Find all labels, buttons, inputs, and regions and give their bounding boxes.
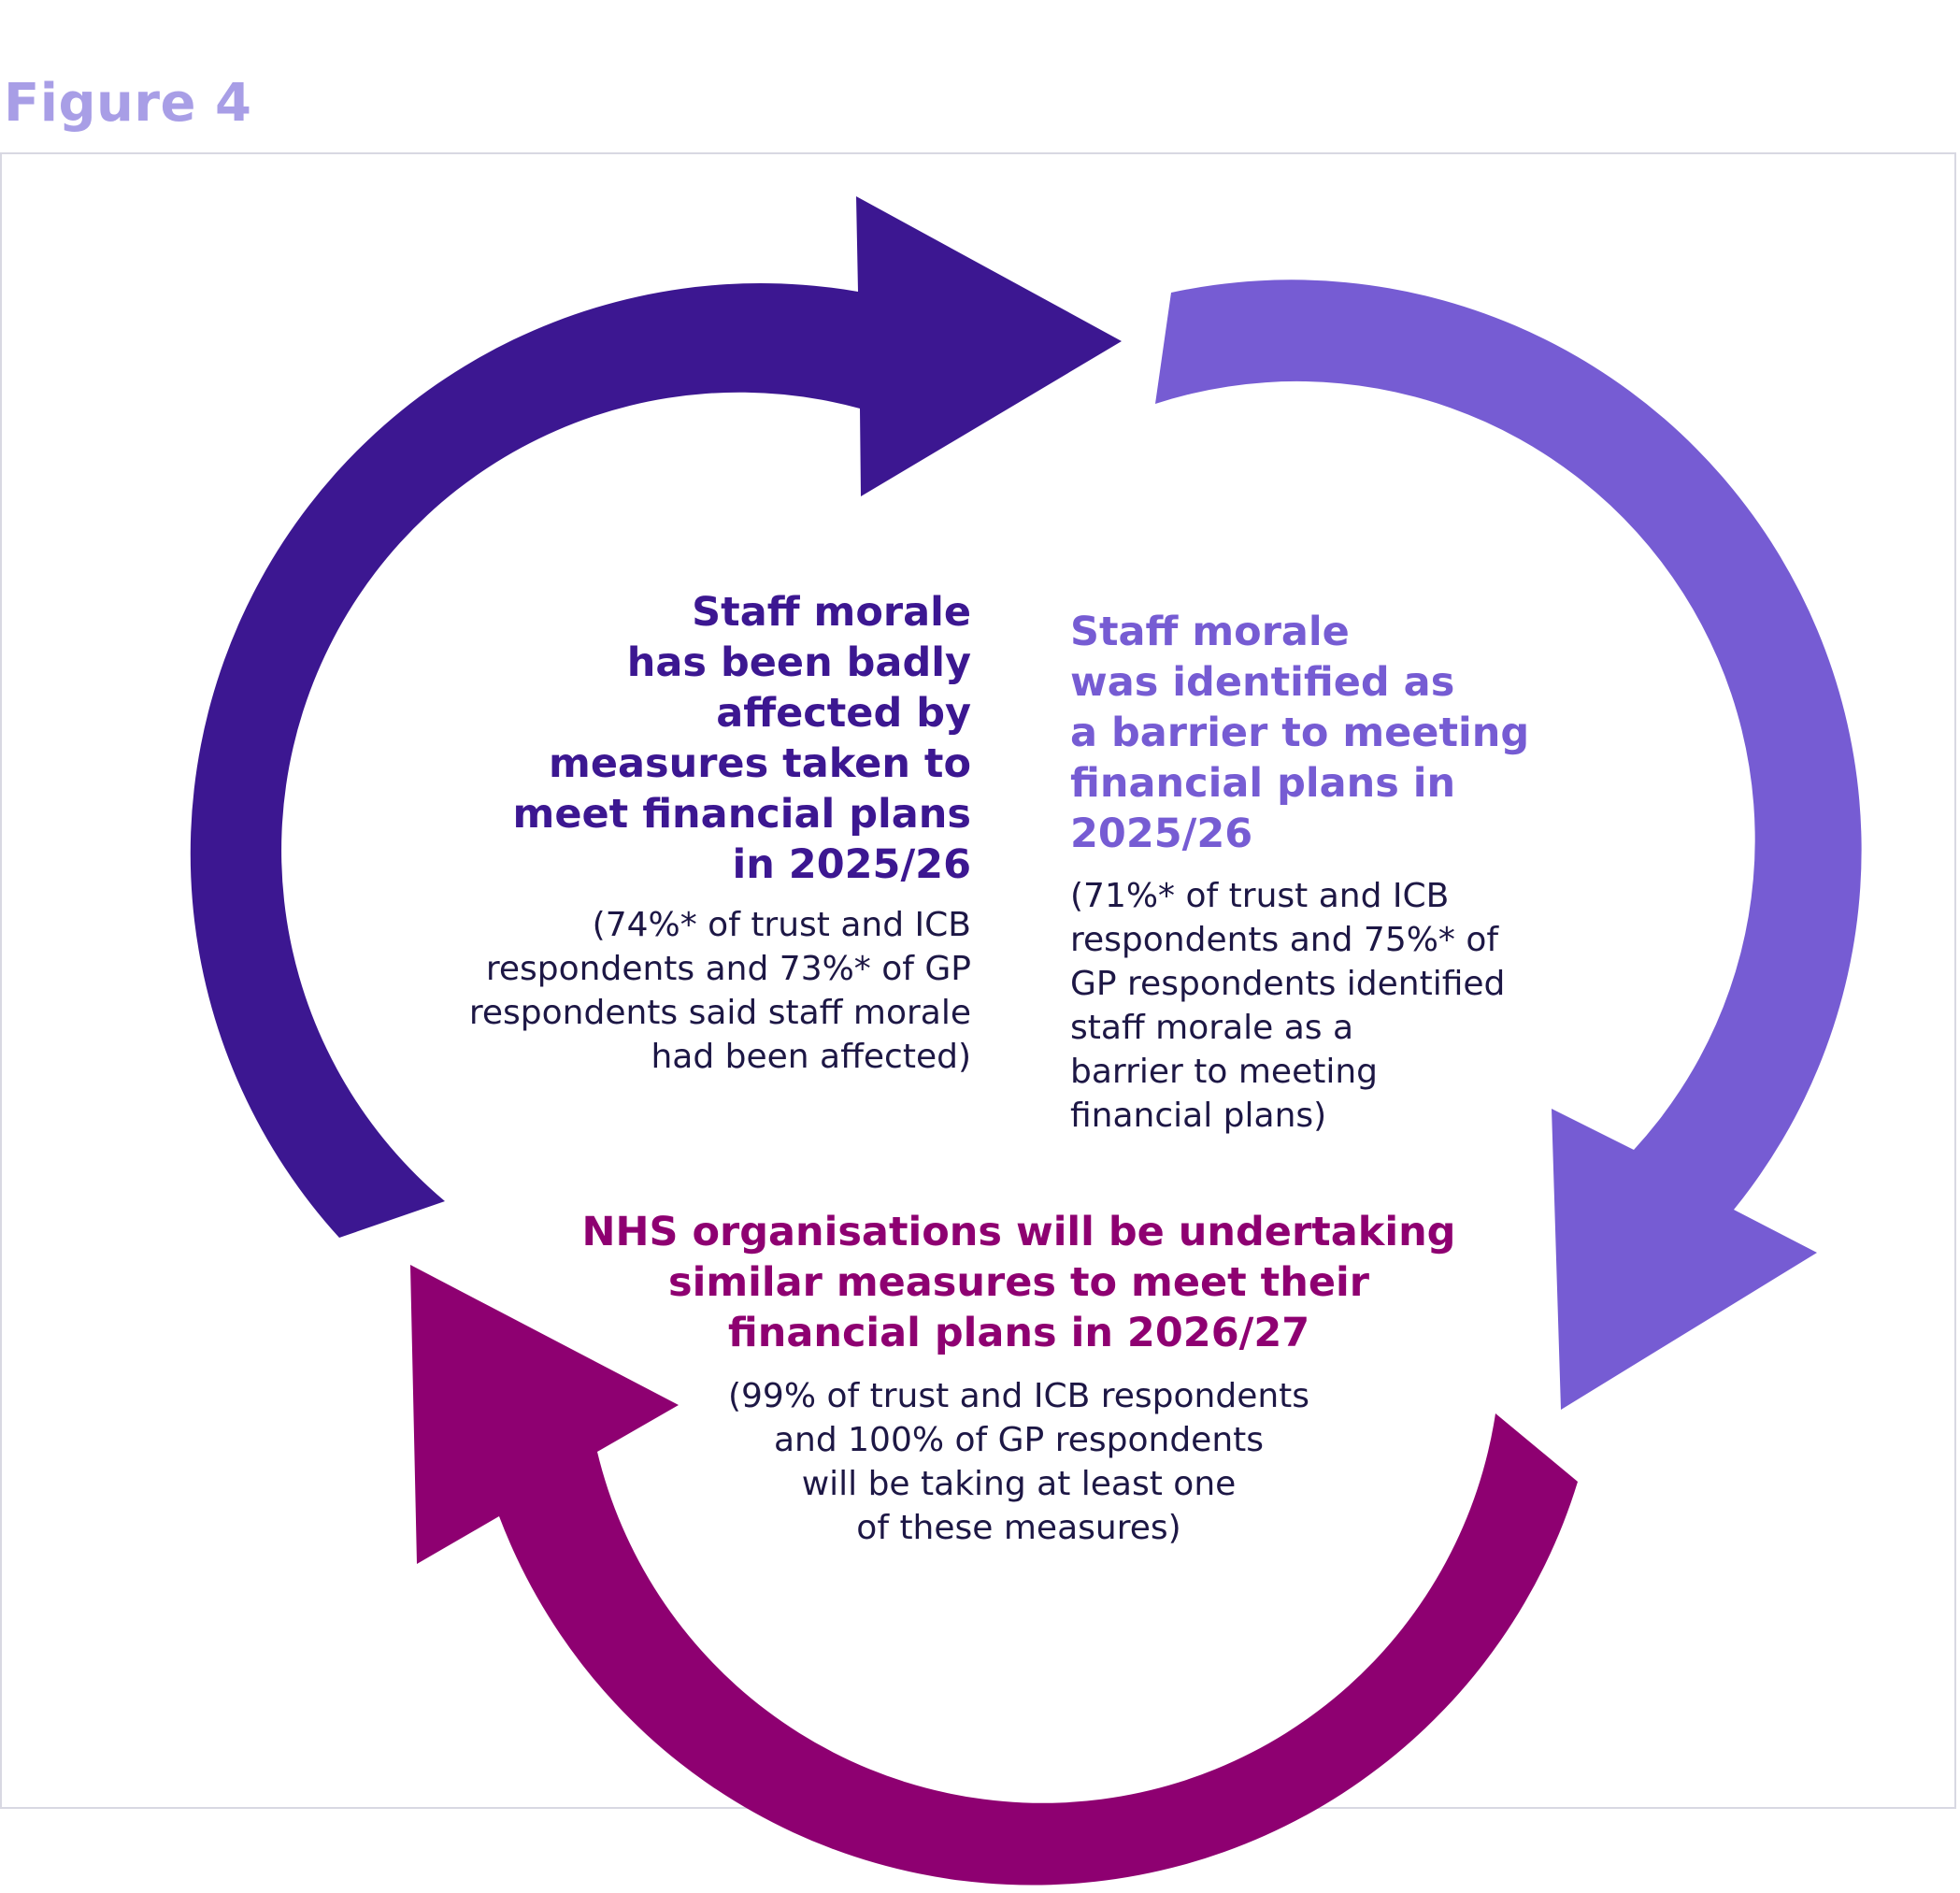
arrow-dark-purple [190, 196, 1123, 1238]
bottom-detail: (99% of trust and ICB respondents and 10… [727, 1377, 1310, 1547]
arrow-magenta [410, 1265, 1578, 1886]
left-detail: (74%* of trust and ICB respondents and 7… [468, 906, 971, 1076]
figure-label: Figure 4 [4, 73, 252, 134]
arrow-light-purple [1155, 280, 1862, 1410]
right-detail: (71%* of trust and ICB respondents and 7… [1070, 877, 1506, 1135]
left-statement: Staff morale has been badly affected by … [512, 589, 971, 888]
bottom-statement: NHS organisations will be undertaking si… [581, 1209, 1456, 1356]
right-statement: Staff morale was identified as a barrier… [1070, 609, 1530, 857]
